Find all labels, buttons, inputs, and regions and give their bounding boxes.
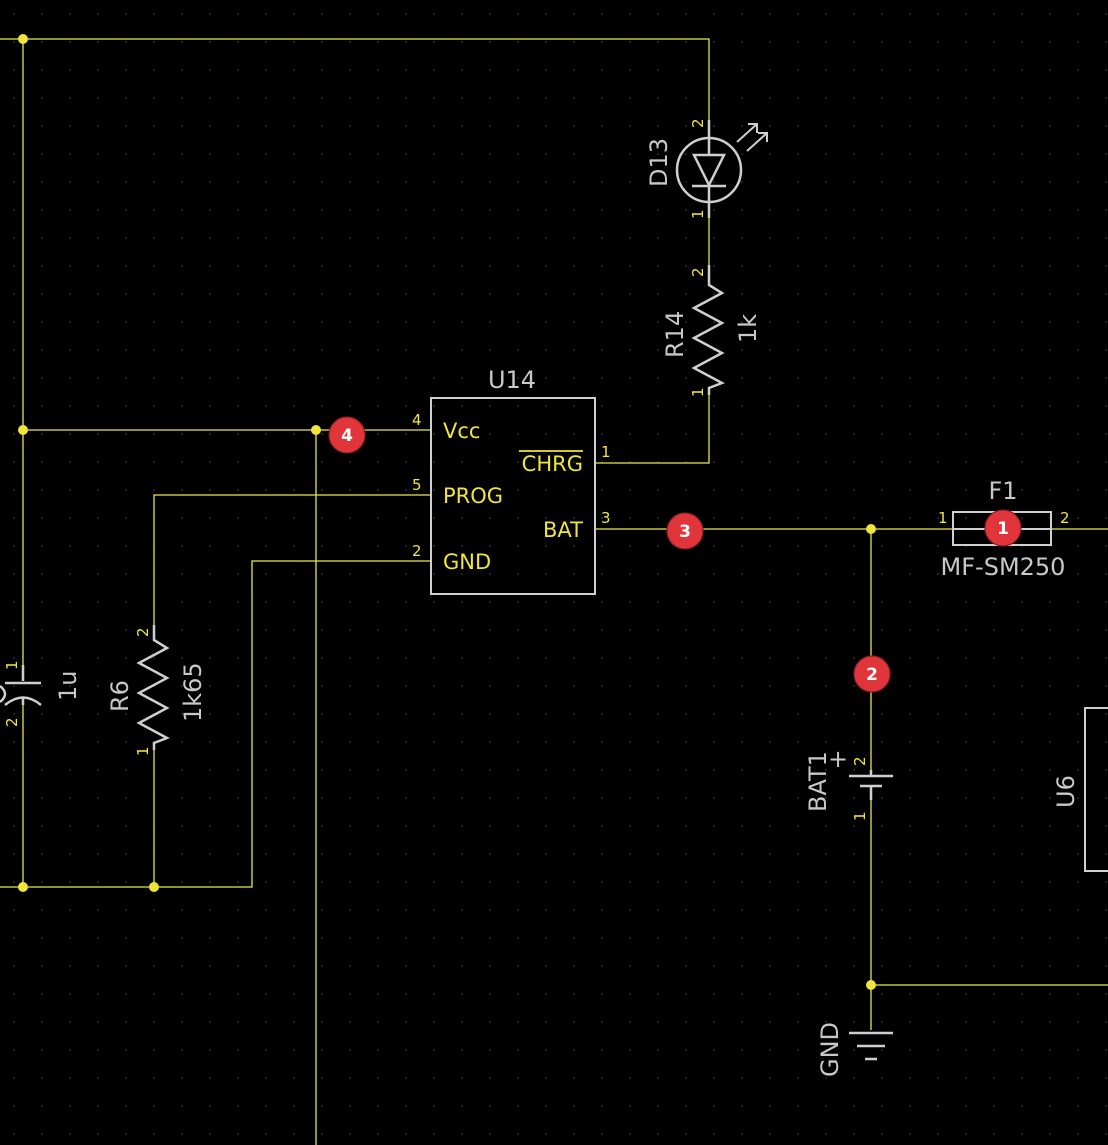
junction-dot bbox=[18, 34, 28, 44]
junction-dot bbox=[149, 882, 159, 892]
marker-1-label: 1 bbox=[997, 519, 1009, 539]
component-bat1[interactable]: + BAT1 2 1 bbox=[804, 745, 893, 821]
u14-ref: U14 bbox=[488, 366, 536, 394]
wire-top-rail bbox=[0, 38, 710, 120]
component-r6[interactable]: R6 1k65 2 1 bbox=[106, 625, 207, 756]
cap-value: 1u bbox=[54, 671, 82, 701]
markers[interactable]: 1 2 3 4 bbox=[328, 416, 1022, 693]
junction-dot bbox=[18, 882, 28, 892]
u14-pin-vcc-name: Vcc bbox=[443, 419, 480, 443]
marker-3: 3 bbox=[666, 512, 704, 550]
r14-pin-a-num: 2 bbox=[689, 267, 707, 277]
r6-pin-a-num: 2 bbox=[134, 627, 152, 637]
marker-3-label: 3 bbox=[679, 522, 691, 542]
component-r14[interactable]: R14 1k 2 1 bbox=[661, 265, 762, 397]
d13-light-arrows-icon bbox=[736, 123, 768, 152]
component-d13[interactable]: D13 2 1 bbox=[645, 118, 768, 219]
component-u14[interactable]: U14 Vcc PROG GND CHRG BAT 4 5 2 1 3 bbox=[412, 366, 611, 595]
u6-body bbox=[1084, 707, 1108, 872]
cap-pin-b-num: 2 bbox=[3, 717, 21, 727]
wires bbox=[0, 38, 1108, 1145]
f1-pin-a-num: 1 bbox=[938, 509, 948, 527]
u14-pin-bat-num: 3 bbox=[601, 509, 611, 527]
component-f1[interactable]: F1 MF-SM250 1 2 bbox=[938, 477, 1070, 581]
junction-dot bbox=[18, 425, 28, 435]
u14-pin-prog-name: PROG bbox=[443, 484, 503, 508]
marker-2: 2 bbox=[853, 655, 891, 693]
u14-body bbox=[430, 397, 596, 595]
bat1-ref: BAT1 bbox=[804, 751, 832, 812]
u14-pin-gnd-num: 2 bbox=[412, 542, 422, 560]
bat1-plus-sign: + bbox=[828, 745, 848, 773]
wire-gnd bbox=[0, 560, 430, 888]
f1-value: MF-SM250 bbox=[941, 553, 1066, 581]
bat1-pin-minus-num: 1 bbox=[851, 811, 869, 821]
component-capacitor[interactable]: 1u 1 2 bbox=[0, 660, 82, 727]
f1-ref: F1 bbox=[988, 477, 1017, 505]
marker-4: 4 bbox=[328, 416, 366, 454]
marker-4-label: 4 bbox=[341, 426, 353, 446]
marker-1: 1 bbox=[984, 509, 1022, 547]
wire-prog bbox=[153, 494, 430, 625]
u14-pin-gnd-name: GND bbox=[443, 550, 491, 574]
u14-pin-chrg-name: CHRG bbox=[522, 452, 583, 476]
junctions bbox=[18, 34, 876, 990]
bat1-pin-plus-num: 2 bbox=[851, 756, 869, 766]
u14-pin-chrg-num: 1 bbox=[601, 443, 611, 461]
junction-dot bbox=[866, 524, 876, 534]
wire-chrg bbox=[595, 395, 710, 464]
r6-ref: R6 bbox=[106, 680, 134, 712]
d13-ref: D13 bbox=[645, 138, 673, 187]
d13-pin-a-num: 2 bbox=[689, 118, 707, 128]
cap-partial-symbol bbox=[0, 685, 7, 703]
f1-pin-b-num: 2 bbox=[1060, 509, 1070, 527]
u6-ref: U6 bbox=[1052, 775, 1080, 808]
r6-pin-b-num: 1 bbox=[134, 746, 152, 756]
component-gnd[interactable]: GND bbox=[816, 1022, 893, 1077]
cap-pin-a-num: 1 bbox=[3, 660, 21, 670]
r14-ref: R14 bbox=[661, 311, 689, 358]
u14-pin-vcc-num: 4 bbox=[412, 411, 422, 429]
d13-pin-b-num: 1 bbox=[689, 209, 707, 219]
r14-value: 1k bbox=[734, 314, 762, 343]
r6-zigzag bbox=[136, 625, 170, 750]
junction-dot bbox=[311, 425, 321, 435]
marker-2-label: 2 bbox=[866, 665, 878, 685]
r14-zigzag bbox=[691, 265, 725, 395]
r6-value: 1k65 bbox=[179, 662, 207, 722]
u14-pin-bat-name: BAT bbox=[543, 518, 583, 542]
r14-pin-b-num: 1 bbox=[689, 387, 707, 397]
gnd-label: GND bbox=[816, 1022, 844, 1077]
component-u6[interactable]: U6 bbox=[1052, 707, 1108, 872]
u14-pin-prog-num: 5 bbox=[412, 476, 422, 494]
junction-dot bbox=[866, 980, 876, 990]
